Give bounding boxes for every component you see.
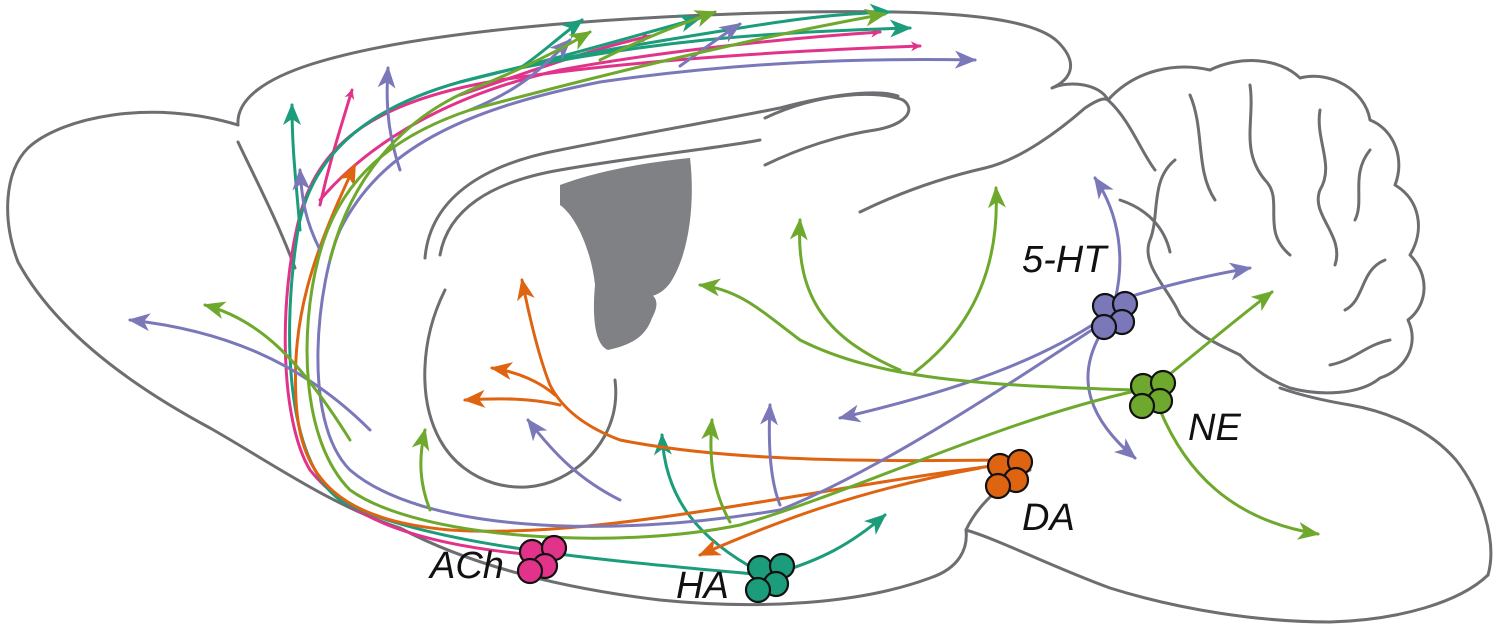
5ht-cell-cluster bbox=[1090, 290, 1139, 341]
5ht-label: 5-HT bbox=[1022, 239, 1109, 281]
ha-label: HA bbox=[676, 565, 729, 607]
ha-path-thalamus bbox=[653, 433, 762, 574]
5ht-projections bbox=[128, 22, 1252, 528]
lateral-ventricle bbox=[560, 158, 692, 350]
olfactory-bulb-outline bbox=[6, 110, 402, 530]
ach-path-dorsal-cortex-2 bbox=[318, 27, 882, 202]
5ht-path-striatum bbox=[526, 418, 622, 502]
ne-cell bbox=[1128, 392, 1156, 420]
ha-path-frontal bbox=[283, 103, 302, 232]
brainstem-outline bbox=[1278, 386, 1493, 577]
ne-projections bbox=[203, 8, 1320, 540]
5ht-path-thalamus bbox=[760, 403, 782, 507]
corpus-callosum-inner bbox=[438, 138, 762, 257]
da-cell-cluster bbox=[984, 448, 1034, 500]
ne-path-cortex-long bbox=[305, 8, 1142, 540]
ne-label: NE bbox=[1188, 407, 1241, 449]
cerebellum-folia bbox=[1146, 83, 1392, 367]
cerebellum-outline bbox=[1106, 59, 1426, 395]
ne-path-striatum bbox=[411, 428, 432, 512]
ne-path-frontal bbox=[203, 301, 352, 442]
5ht-path-midbrain bbox=[1093, 176, 1122, 302]
da-path-striatum-2 bbox=[490, 362, 557, 397]
ach-cell bbox=[516, 557, 544, 585]
5ht-path-retrosplenial bbox=[678, 22, 742, 68]
da-label: DA bbox=[1022, 497, 1075, 539]
da-path-striatum-1 bbox=[463, 389, 562, 408]
ne-path-midbrain-2 bbox=[913, 186, 1006, 374]
ha-path-cortex-1 bbox=[288, 14, 767, 577]
5ht-path-brainstem bbox=[1086, 333, 1137, 460]
da-path-cortex bbox=[294, 163, 1002, 533]
5ht-path-dorsal bbox=[377, 66, 402, 172]
ach-path-frontal bbox=[318, 88, 355, 207]
ne-path-dorsal bbox=[328, 30, 592, 262]
corpus-callosum bbox=[423, 91, 900, 260]
olfactory-boundary bbox=[236, 140, 297, 270]
ne-path-thalamus bbox=[701, 418, 732, 524]
ha-path-caudal bbox=[778, 513, 887, 574]
da-path-striatum-main bbox=[517, 278, 1002, 463]
5ht-cell bbox=[1090, 313, 1118, 341]
ha-cell bbox=[744, 576, 772, 604]
ne-path-spinal bbox=[1158, 408, 1320, 540]
ach-cell-cluster bbox=[516, 534, 568, 585]
midbrain-outline bbox=[858, 97, 1157, 214]
cortex-outline bbox=[236, 10, 1110, 127]
5ht-path-cerebellum bbox=[1118, 262, 1252, 302]
da-projections bbox=[294, 163, 1002, 557]
inferior-colliculus bbox=[1118, 198, 1172, 254]
da-path-ventral bbox=[698, 466, 982, 557]
5ht-path-olfactory bbox=[292, 168, 322, 252]
ne-path-hypothalamus bbox=[698, 278, 1137, 392]
5ht-path-frontal bbox=[128, 313, 372, 432]
5ht-path-cortex-long bbox=[316, 50, 1112, 528]
ne-cell-cluster bbox=[1128, 369, 1177, 420]
5ht-path-hypothalamus bbox=[838, 318, 1102, 423]
ne-path-cerebellum bbox=[1163, 290, 1274, 380]
ne-path-midbrain-1 bbox=[789, 218, 902, 372]
ach-path-mid bbox=[458, 33, 652, 97]
da-cell bbox=[984, 472, 1012, 500]
ha-cell-cluster bbox=[744, 552, 796, 604]
ne-path-anterior bbox=[598, 10, 717, 62]
ach-label: ACh bbox=[428, 545, 504, 587]
striatum-boundary bbox=[423, 288, 618, 489]
ha-path-anterior bbox=[518, 18, 584, 70]
brain-outline bbox=[6, 10, 1493, 624]
